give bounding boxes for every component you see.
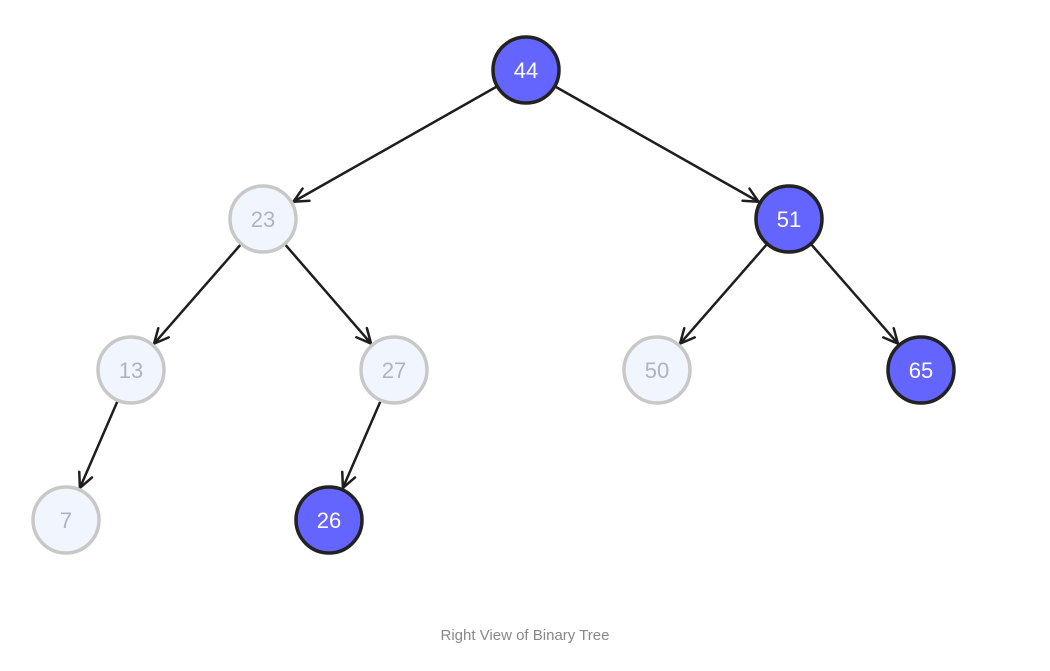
edge-n51-n50 <box>678 244 768 345</box>
node-label: 23 <box>251 207 275 232</box>
edge-n23-n13 <box>152 244 242 345</box>
node-label: 50 <box>645 358 669 383</box>
node-circle <box>31 485 101 555</box>
edge-line <box>152 244 242 345</box>
node-circle <box>622 335 692 405</box>
tree-node-7: 7 <box>31 485 101 555</box>
node-label: 65 <box>909 358 933 383</box>
node-circle <box>96 335 166 405</box>
node-label: 13 <box>119 358 143 383</box>
node-label: 27 <box>382 358 406 383</box>
tree-node-27: 27 <box>359 335 429 405</box>
arrowhead-icon <box>152 326 171 345</box>
arrowhead-icon <box>741 187 760 203</box>
tree-node-23: 23 <box>228 184 298 254</box>
edge-line <box>678 244 768 345</box>
edge-line <box>292 86 497 203</box>
tree-node-50: 50 <box>622 335 692 405</box>
arrowhead-icon <box>341 470 357 490</box>
arrowhead-icon <box>292 187 311 203</box>
arrowhead-icon <box>78 470 94 490</box>
edge-n44-n23 <box>292 86 497 203</box>
edge-line <box>78 400 119 490</box>
tree-node-44: 44 <box>491 35 561 105</box>
edge-n13-n7 <box>78 400 119 490</box>
tree-node-26: 26 <box>294 485 364 555</box>
edge-line <box>555 86 760 203</box>
edge-line <box>341 400 382 490</box>
arrowhead-icon <box>881 326 900 345</box>
edge-n27-n26 <box>341 400 382 490</box>
edge-layer <box>78 86 900 490</box>
node-circle-highlighted <box>754 184 824 254</box>
node-circle-highlighted <box>886 335 956 405</box>
edge-line <box>284 244 373 345</box>
node-label: 51 <box>777 207 801 232</box>
node-label: 7 <box>60 508 72 533</box>
node-circle-highlighted <box>294 485 364 555</box>
tree-node-65: 65 <box>886 335 956 405</box>
diagram-caption: Right View of Binary Tree <box>440 627 610 644</box>
arrowhead-icon <box>678 326 697 345</box>
tree-node-51: 51 <box>754 184 824 254</box>
edge-line <box>810 244 900 345</box>
node-circle-highlighted <box>491 35 561 105</box>
node-layer: 44 23 51 13 27 50 65 7 26 <box>31 35 956 555</box>
node-label: 26 <box>317 508 341 533</box>
node-circle <box>359 335 429 405</box>
arrowhead-icon <box>355 326 373 345</box>
tree-node-13: 13 <box>96 335 166 405</box>
node-circle <box>228 184 298 254</box>
edge-n51-n65 <box>810 244 900 345</box>
edge-n23-n27 <box>284 244 373 345</box>
edge-n44-n51 <box>555 86 760 203</box>
node-label: 44 <box>514 58 538 83</box>
